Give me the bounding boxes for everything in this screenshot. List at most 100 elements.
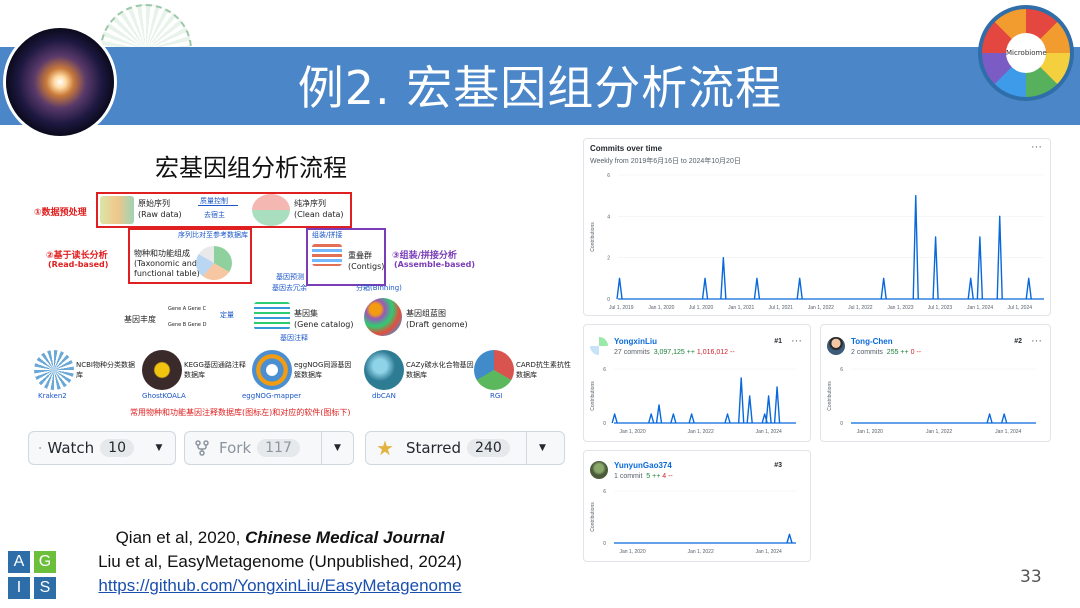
eggnog-icon (252, 350, 292, 390)
commit-spike (616, 277, 623, 300)
x-tick-label: Jul 1, 2020 (689, 305, 714, 311)
contributor-stats: 27 commits 3,097,125 ++ 1,016,012 -- (614, 349, 735, 356)
preprocess-box (96, 192, 352, 228)
binning-label: 分箱(Binning) (356, 284, 402, 292)
fork-label: Fork (219, 439, 252, 457)
watch-button[interactable]: Watch 10 ▼ (28, 431, 176, 465)
contributor-rank: #3 (774, 462, 782, 469)
commit-spike (796, 277, 803, 300)
fork-button[interactable]: Fork 117 ▼ (184, 431, 354, 465)
tool-ghostkoala: GhostKOALA (142, 392, 186, 400)
species-en2: functional table) (134, 269, 200, 278)
contributor-stats: 1 commit 5 ++ 4 -- (614, 473, 673, 480)
raw-data-cn: 原始序列 (138, 199, 170, 208)
draft-en: (Draft genome) (406, 320, 468, 329)
ref-line2: Liu et al, EasyMetagenome (Unpublished, … (98, 552, 462, 571)
commit-spike (724, 413, 731, 424)
raw-data-icon (100, 196, 134, 224)
commit-spike (753, 277, 761, 300)
ncbi-icon (34, 350, 74, 390)
contributor-card-3: YunyunGao374 1 commit 5 ++ 4 -- #3 Contr… (583, 450, 811, 562)
x-tick-label: Jul 1, 2019 (609, 305, 634, 311)
gene-ab-row1: Gene A Gene C (168, 306, 207, 312)
commit-spike (670, 413, 677, 424)
commit-spike (996, 215, 1003, 300)
slide-title: 例2. 宏基因组分析流程 (297, 61, 783, 115)
commit-spike (720, 256, 727, 300)
x-tick-label: Jan 1, 2020 (619, 429, 645, 435)
qc-arrow (198, 205, 238, 206)
read-based-box (128, 228, 252, 284)
db-ncbi: NCBI物种分类数据库 (76, 361, 135, 379)
commit-spike (688, 413, 695, 424)
more-options-icon[interactable]: ··· (791, 335, 802, 347)
annotate-label: 基因注释 (280, 334, 308, 342)
more-options-icon[interactable]: ··· (1031, 335, 1042, 347)
db-card: CARD抗生素抗性数据库 (516, 361, 571, 379)
qc-sub-label: 去宿主 (204, 211, 225, 219)
x-tick-label: Jan 1, 2020 (648, 305, 674, 311)
contributor-name[interactable]: Tong-Chen (851, 337, 893, 346)
y-axis-label: Contributions (590, 381, 596, 411)
step2-en: (Read-based) (48, 260, 109, 269)
commit-spike (986, 413, 993, 424)
fork-icon (195, 440, 209, 456)
assemble-box (306, 228, 386, 286)
species-en1: (Taxonomic and (134, 259, 197, 268)
contributor-card-2: Tong-Chen 2 commits 255 ++ 0 -- #2 ··· C… (820, 324, 1051, 442)
x-tick-label: Jan 1, 2020 (857, 429, 883, 435)
avatar (590, 337, 608, 355)
tool-kraken2: Kraken2 (38, 392, 67, 400)
starred-button[interactable]: ★ Starred 240 ▼ (365, 431, 565, 465)
cazy-icon (364, 350, 404, 390)
watch-count: 10 (100, 439, 134, 457)
db-cazy: CAZy碳水化合物基因数据库 (406, 361, 474, 379)
contigs-en: (Contigs) (348, 262, 385, 271)
contributor-name[interactable]: YongxinLiu (614, 337, 657, 346)
watch-dropdown-icon[interactable]: ▼ (155, 443, 163, 453)
repo-link[interactable]: https://github.com/YongxinLiu/EasyMetage… (98, 576, 462, 595)
ref-line1: Qian et al, 2020, Chinese Medical Journa… (115, 528, 445, 547)
catalog-en: (Gene catalog) (294, 320, 354, 329)
x-tick-label: Jul 1, 2024 (1008, 305, 1033, 311)
taxonomy-pie-icon (196, 246, 232, 280)
y-tick-label: 0 (607, 297, 610, 303)
gene-ab-row2: Gene B Gene D (168, 322, 207, 328)
tool-dbcan: dbCAN (372, 392, 396, 400)
section-subtitle: 宏基因组分析流程 (155, 154, 347, 182)
x-tick-label: Jan 1, 2024 (967, 305, 993, 311)
x-tick-label: Jan 1, 2022 (688, 549, 714, 555)
card-icon (474, 350, 514, 390)
step3-label: ③组装/拼接分析 (392, 251, 457, 261)
fork-dropdown-icon[interactable]: ▼ (321, 432, 353, 464)
star-icon: ★ (376, 436, 394, 460)
commit-spike (932, 236, 939, 300)
references: Qian et al, 2020, Chinese Medical Journa… (60, 526, 500, 598)
x-tick-label: Jan 1, 2024 (995, 429, 1021, 435)
x-tick-label: Jul 1, 2022 (848, 305, 873, 311)
commits-over-time-card: Commits over time Weekly from 2019年6月16日… (583, 138, 1051, 316)
contributor-name[interactable]: YunyunGao374 (614, 461, 672, 470)
commits-title: Commits over time (590, 144, 663, 153)
gene-dedup-label: 基因去冗余 (272, 284, 307, 292)
x-tick-label: Jul 1, 2023 (928, 305, 953, 311)
title-banner (0, 47, 1080, 125)
gene-catalog-icon (254, 302, 290, 330)
x-tick-label: Jan 1, 2022 (688, 429, 714, 435)
y-tick-label: 6 (603, 367, 606, 373)
more-options-icon[interactable]: ··· (1031, 141, 1042, 153)
contributor-rank: #1 (774, 338, 782, 345)
y-tick-label: 4 (607, 214, 610, 220)
gene-predict-label: 基因预测 (276, 273, 304, 281)
star-dropdown-icon[interactable]: ▼ (526, 432, 558, 464)
x-tick-label: Jan 1, 2024 (756, 429, 782, 435)
draft-genome-icon (364, 298, 402, 336)
agis-logo: A G I S (8, 551, 58, 603)
tool-rgi: RGI (490, 392, 503, 400)
commit-spike (912, 194, 919, 300)
assemble-label: 组装/拼接 (312, 231, 343, 239)
tool-eggnog-mapper: eggNOG-mapper (242, 392, 302, 400)
commit-spike (880, 277, 887, 300)
